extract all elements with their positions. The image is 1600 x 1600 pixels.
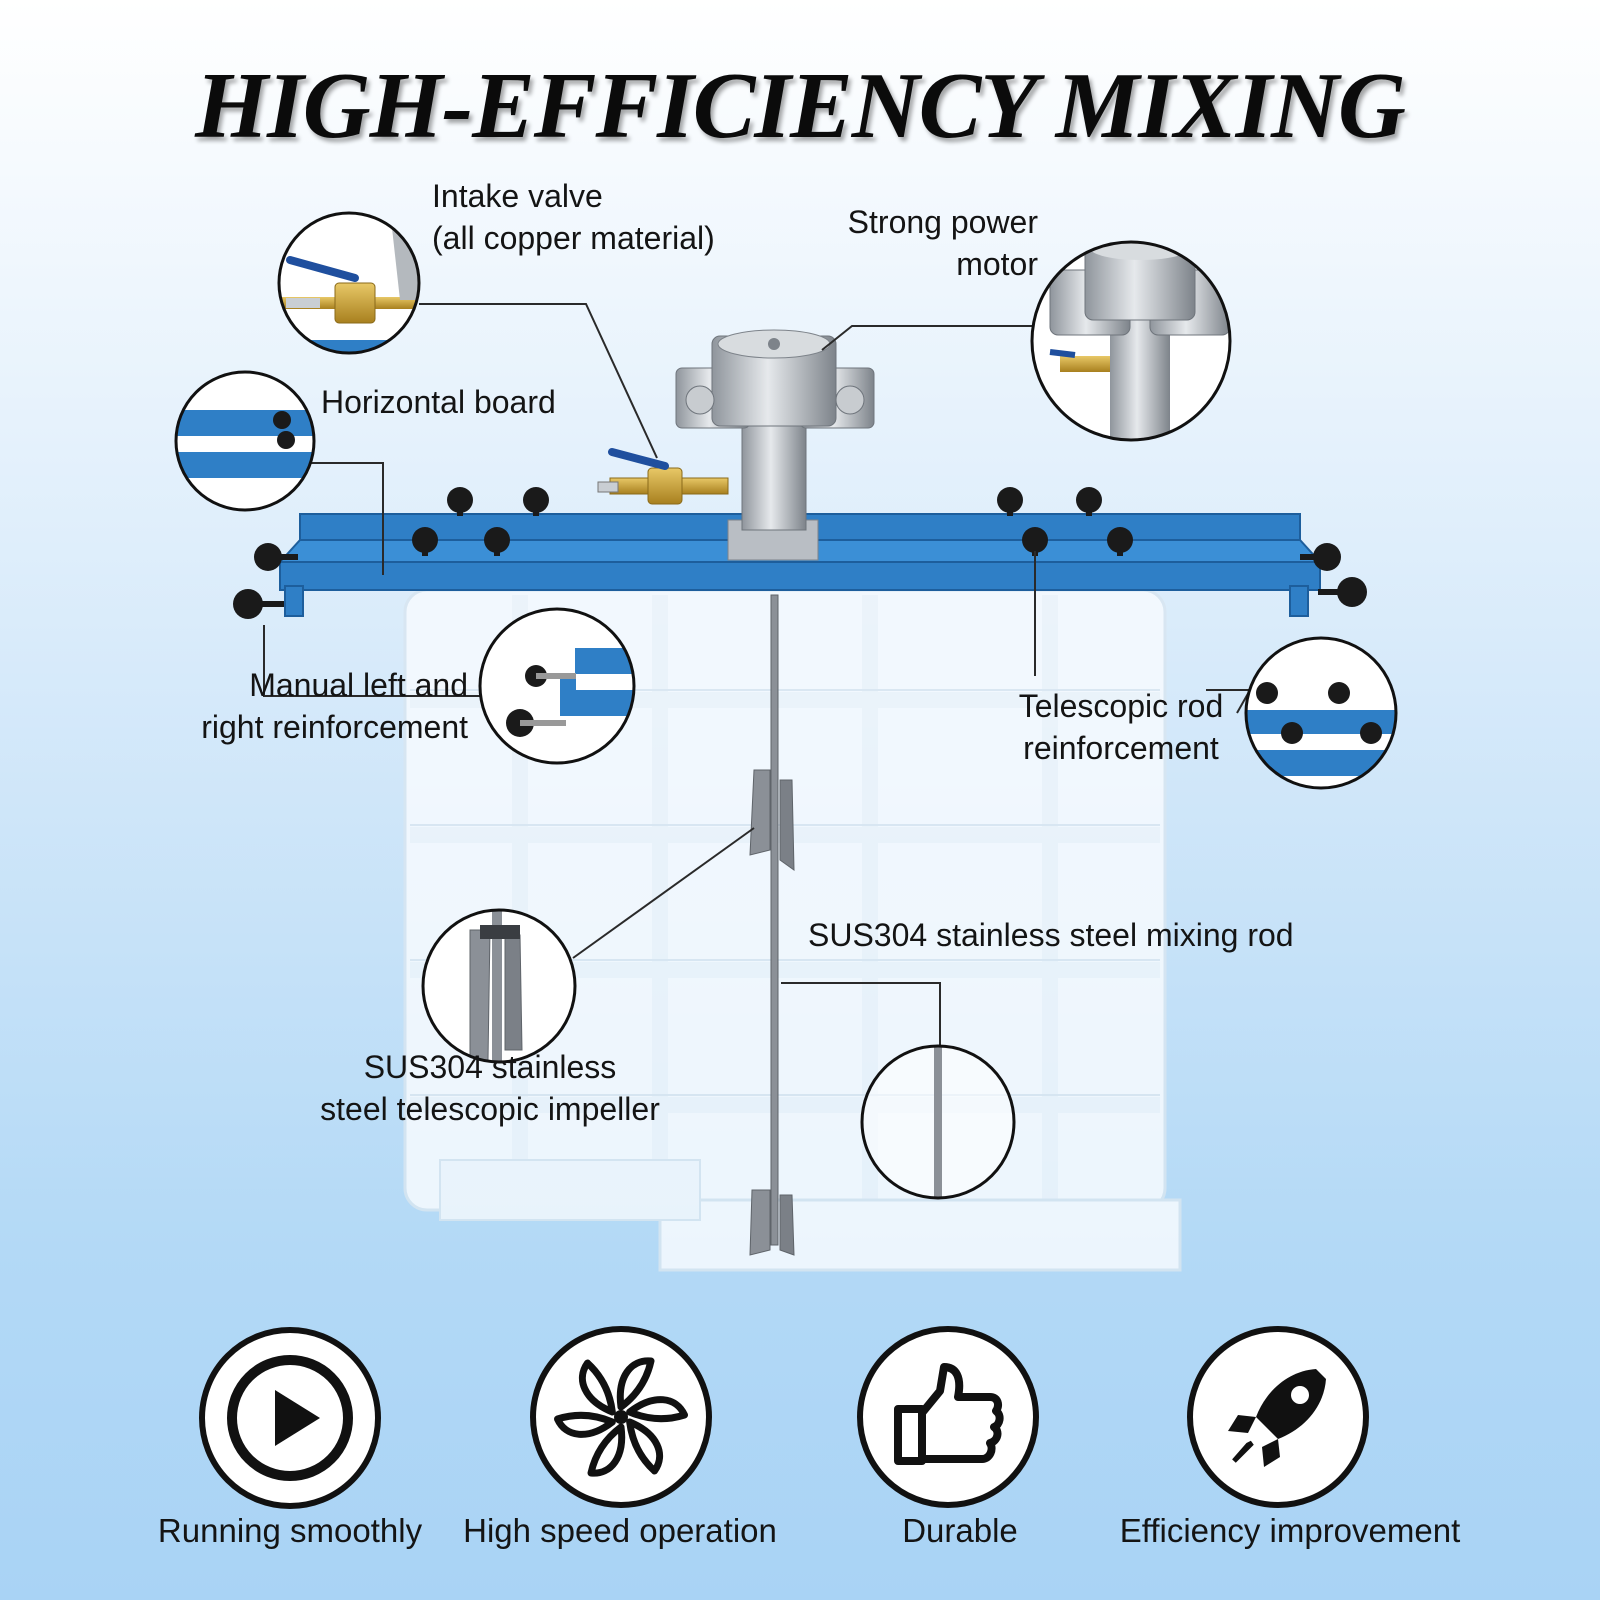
callout-line: reinforcement [1023,730,1219,766]
callout-telescopic-rod: Telescopic rod reinforcement [990,685,1252,769]
callout-line: SUS304 stainless [363,1049,617,1085]
rocket-icon [1187,1326,1369,1508]
callout-line: right reinforcement [201,709,468,745]
fan-icon [530,1326,712,1508]
callout-line: Manual left and [249,667,468,703]
thumbs-up-icon [857,1326,1039,1508]
motor [675,329,875,561]
callout-horizontal-board: Horizontal board [321,381,556,423]
callout-line: Strong power [847,204,1038,240]
detail-circle-motor [1030,240,1232,442]
page-title: HIGH-EFFICIENCY MIXING [195,54,1406,158]
callout-motor: Strong power motor [812,201,1038,285]
frame-knobs [233,487,1367,619]
leader-lines [263,303,1252,1050]
callout-manual-reinforcement: Manual left and right reinforcement [162,664,468,748]
feature-label-running: Running smoothly [157,1512,423,1549]
callout-line: steel telescopic impeller [320,1091,660,1127]
feature-label-efficiency: Efficiency improvement [1119,1512,1461,1549]
callout-line: motor [956,246,1038,282]
detail-circle-impeller [421,908,577,1064]
play-icon [199,1327,381,1509]
callout-impeller: SUS304 stainless steel telescopic impell… [290,1046,690,1130]
callout-line: Telescopic rod [1018,688,1224,724]
feature-label-durable: Durable [902,1512,1018,1549]
feature-label-speed: High speed operation [463,1512,777,1549]
callout-intake-valve: Intake valve (all copper material) [432,175,715,259]
detail-circle-board [174,370,316,512]
detail-circle-rod [860,1044,1016,1200]
detail-circle-telescopic [1244,636,1398,790]
callout-line: Horizontal board [321,384,556,420]
callout-line: SUS304 stainless steel mixing rod [808,917,1294,953]
intake-valve [597,448,729,505]
callout-line: (all copper material) [432,220,715,256]
detail-circle-manual [478,607,636,765]
callout-line: Intake valve [432,178,603,214]
mixing-rod [749,594,795,1256]
callout-mixing-rod: SUS304 stainless steel mixing rod [808,914,1294,956]
